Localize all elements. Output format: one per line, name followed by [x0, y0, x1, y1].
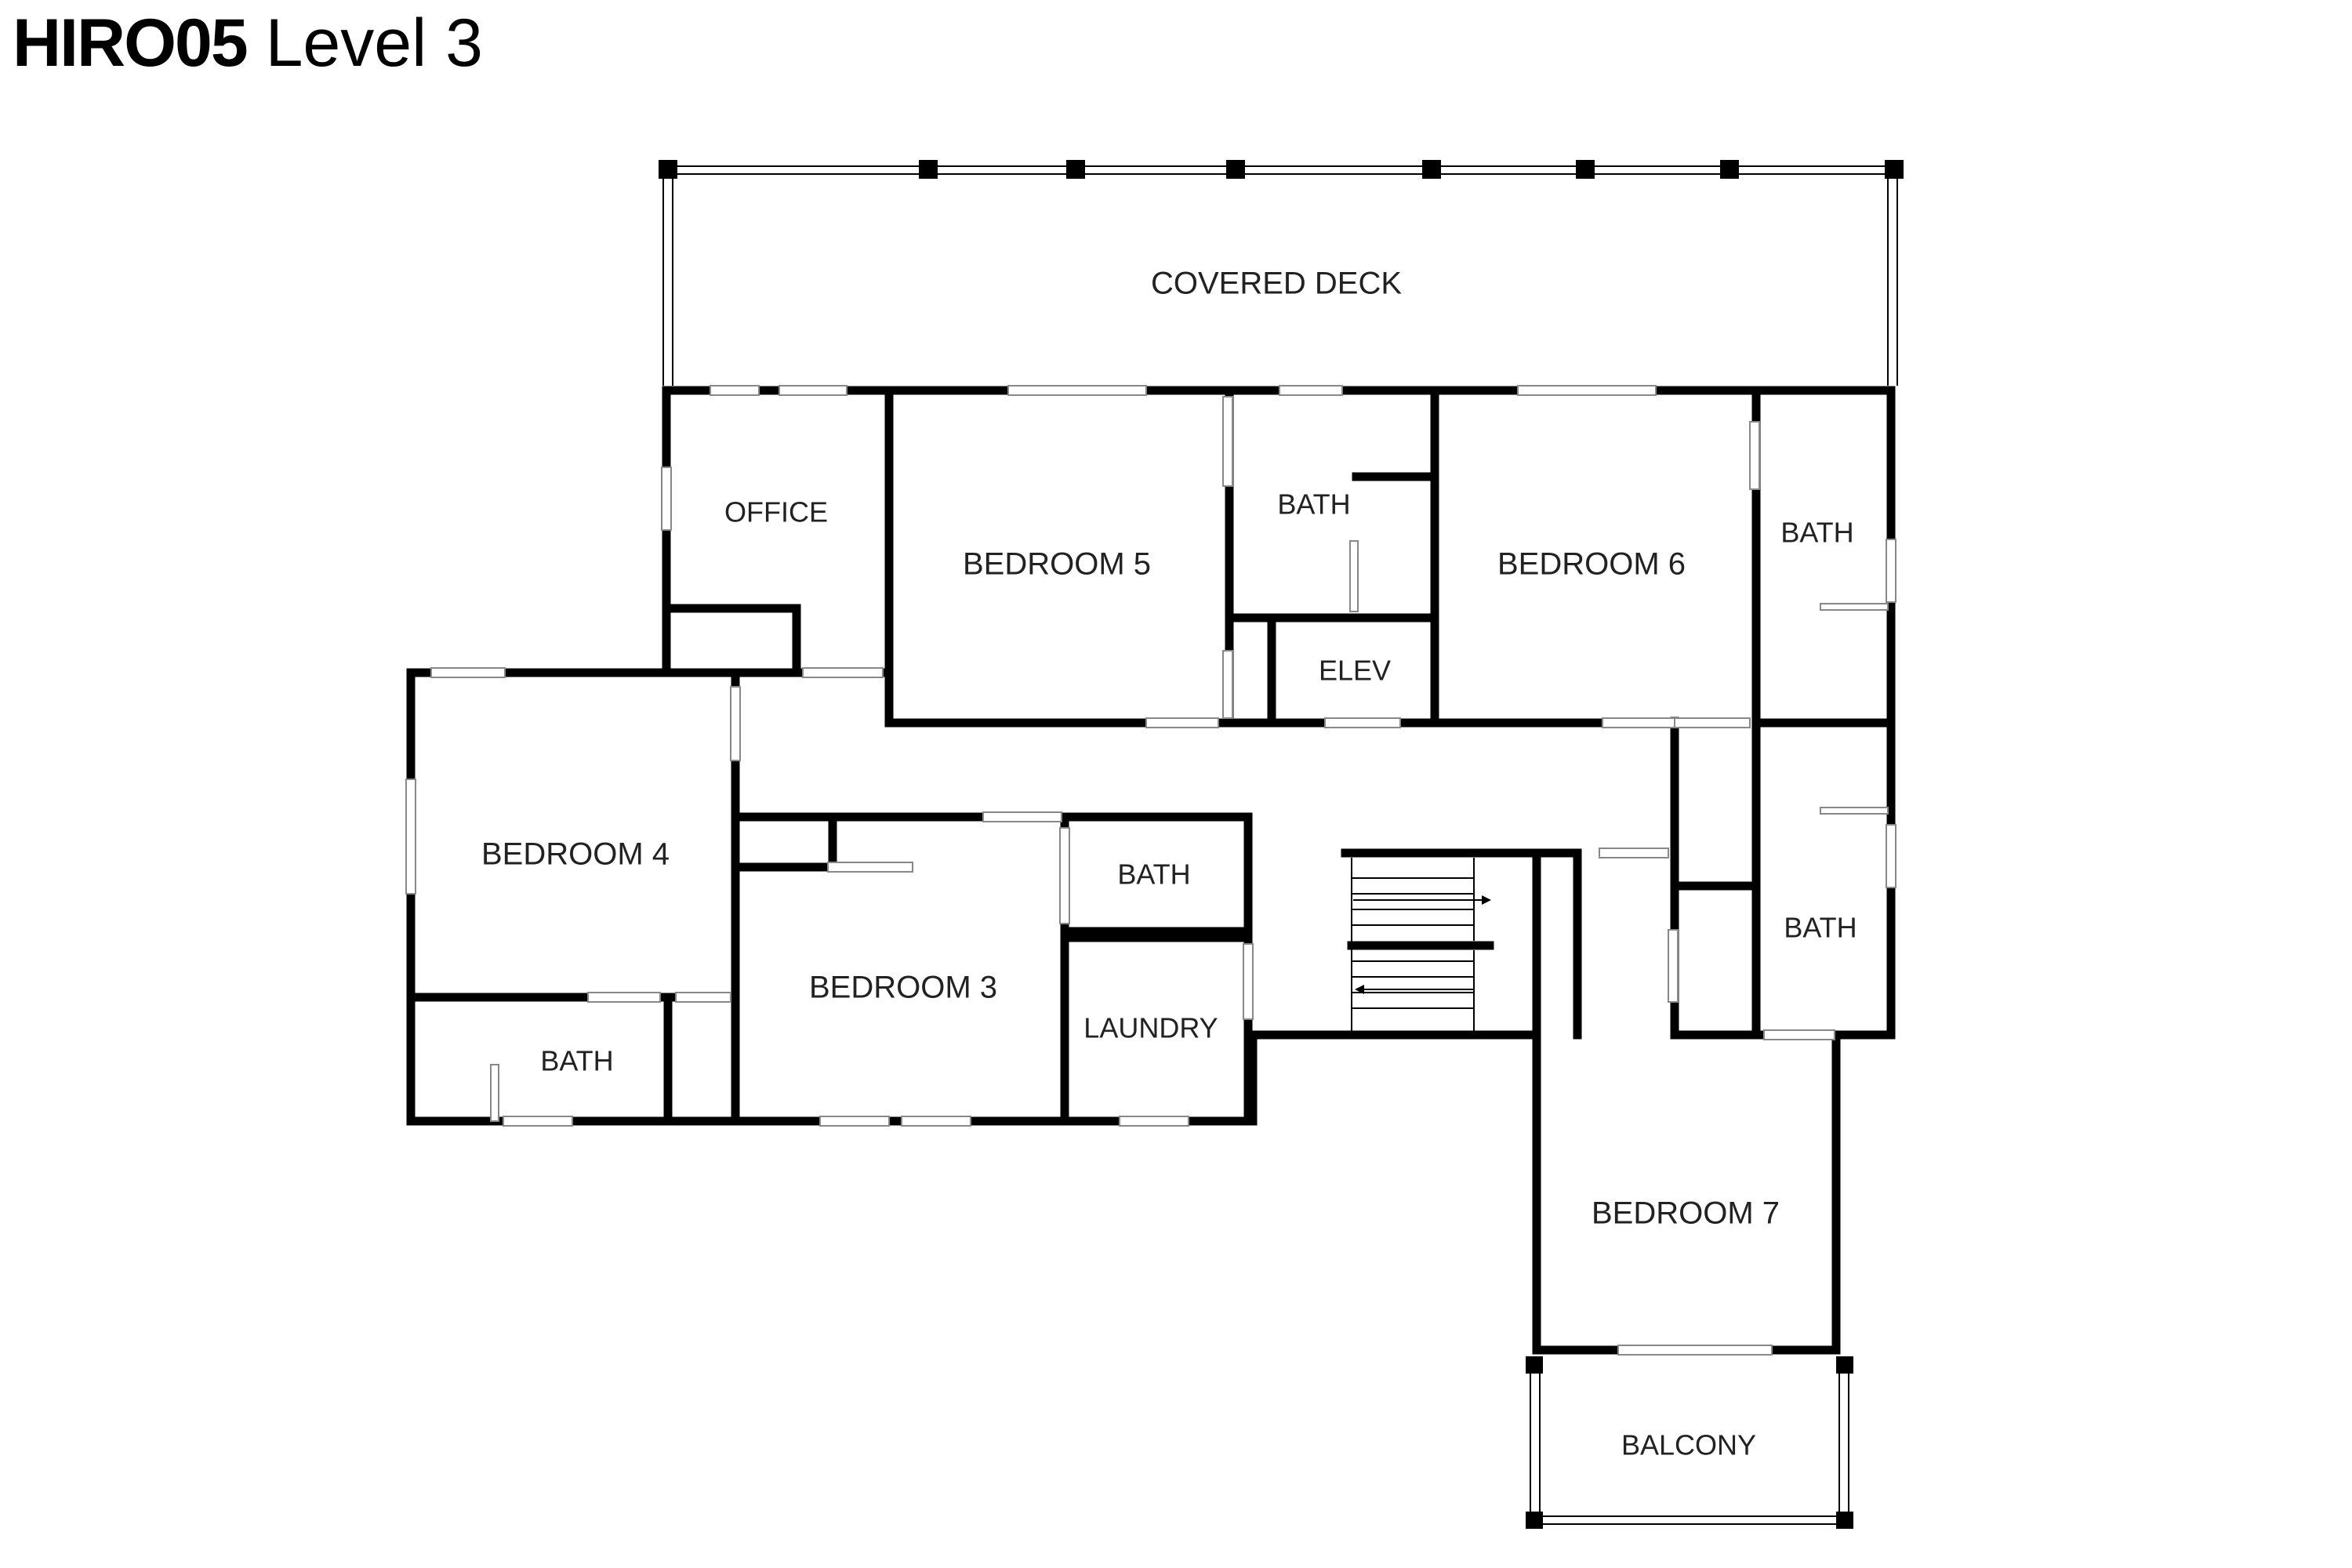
stairs	[1347, 858, 1494, 1032]
openings	[405, 385, 1896, 1356]
room-label-elevator: ELEV	[1319, 655, 1391, 687]
room-label-bedroom-5: BEDROOM 5	[963, 547, 1151, 582]
covered-deck	[659, 160, 1904, 386]
plan-title: HIRO05 Level 3	[13, 6, 483, 81]
plan-code: HIRO05	[13, 5, 249, 81]
room-label-covered-deck: COVERED DECK	[1151, 267, 1402, 301]
balcony	[1526, 1356, 1853, 1529]
room-label-bedroom-4: BEDROOM 4	[481, 837, 670, 872]
room-label-office: OFFICE	[724, 496, 828, 528]
room-label-bedroom-6: BEDROOM 6	[1497, 547, 1686, 582]
room-label-balcony: BALCONY	[1621, 1429, 1756, 1461]
room-label-bath-bedroom-4: BATH	[540, 1045, 613, 1077]
plan-level: Level 3	[265, 5, 483, 81]
room-label-bedroom-3: BEDROOM 3	[809, 971, 997, 1005]
room-label-bedroom-7: BEDROOM 7	[1592, 1196, 1780, 1231]
room-label-bath-middle: BATH	[1117, 858, 1190, 891]
room-label-bath-bedroom-6: BATH	[1780, 517, 1853, 549]
room-label-laundry: LAUNDRY	[1083, 1012, 1218, 1044]
room-label-bath-bedroom-5: BATH	[1277, 488, 1350, 521]
room-label-bath-right: BATH	[1784, 912, 1857, 944]
